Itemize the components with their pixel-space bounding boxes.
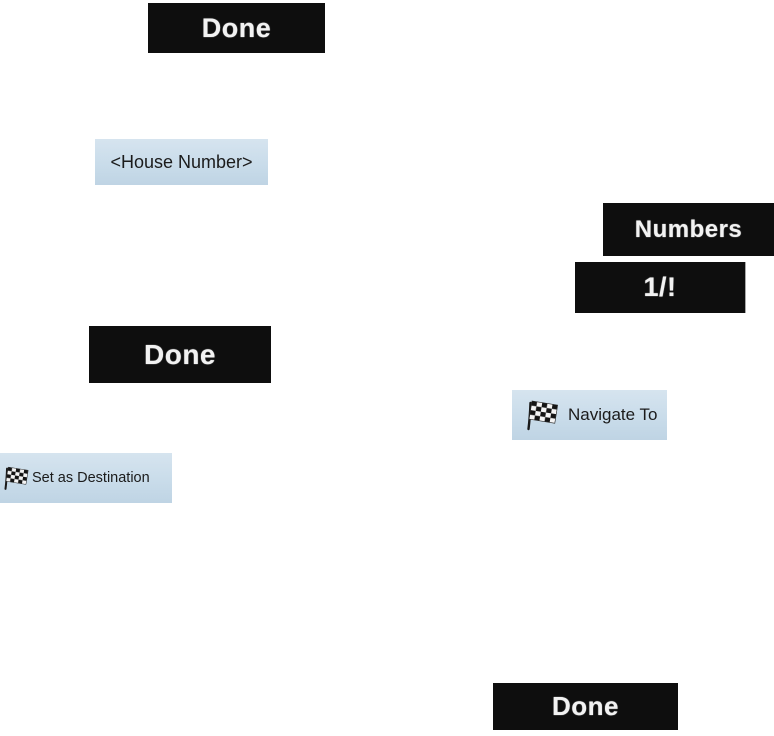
checkered-flag-icon (4, 466, 29, 490)
house-number-field-label: <House Number> (110, 151, 253, 172)
done-button-bottom[interactable]: Done (493, 683, 678, 730)
done-button-top[interactable]: Done (148, 3, 325, 53)
house-number-field[interactable]: <House Number> (95, 139, 268, 185)
navigate-to-button-label: Navigate To (568, 405, 658, 424)
numbers-button-label: Numbers (634, 215, 743, 243)
set-as-destination-button-label: Set as Destination (32, 470, 150, 486)
done-button-top-label: Done (201, 12, 272, 43)
navigate-to-button[interactable]: Navigate To (512, 390, 667, 440)
done-button-middle[interactable]: Done (89, 326, 271, 383)
done-button-middle-label: Done (144, 338, 216, 370)
numbers-symbols-toggle-button[interactable]: 1/! (575, 262, 746, 313)
numbers-button[interactable]: Numbers (603, 203, 774, 256)
set-as-destination-button[interactable]: Set as Destination (0, 453, 172, 503)
numbers-symbols-toggle-label: 1/! (643, 272, 677, 302)
checkered-flag-icon (527, 400, 559, 431)
done-button-bottom-label: Done (552, 691, 619, 721)
